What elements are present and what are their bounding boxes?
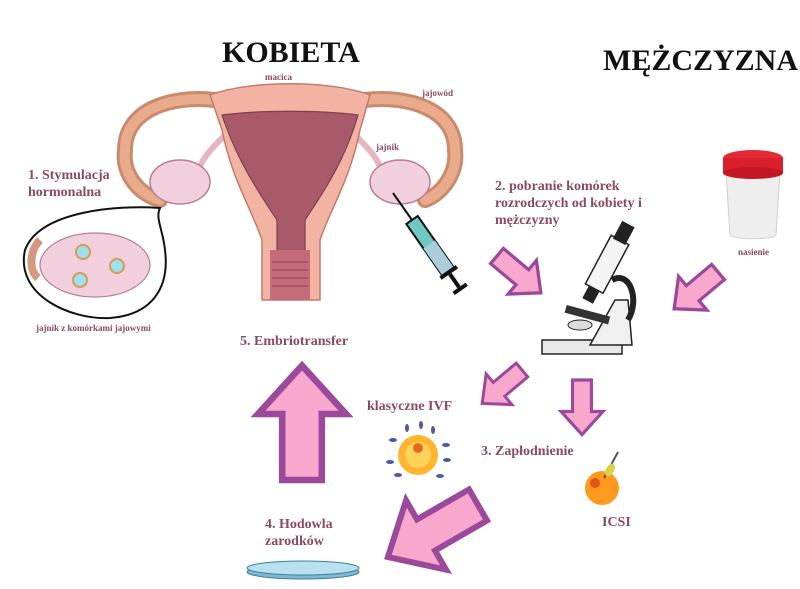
label-semen: nasienie <box>738 247 770 257</box>
step5-label: 5. Embriotransfer <box>240 334 349 349</box>
step2-line2: rozrodczych od kobiety i <box>495 196 642 211</box>
label-ovary-with-eggs: jajnik z komórkami jajowymi <box>36 323 151 333</box>
step1-label: 1. Stymulacja hormonalna <box>28 167 110 201</box>
step1-line1: 1. Stymulacja <box>28 168 110 183</box>
step2-line1: 2. pobranie komórek <box>495 179 620 194</box>
step2-label: 2. pobranie komórek rozrodczych od kobie… <box>495 178 642 229</box>
label-uterus: macica <box>265 72 292 82</box>
step4-line2: zarodków <box>265 534 324 549</box>
label-icsi: ICSI <box>602 515 631 530</box>
step4-label: 4. Hodowla zarodków <box>265 516 333 550</box>
label-ovary: jajnik <box>376 142 400 152</box>
label-classic-ivf: klasyczne IVF <box>367 399 453 414</box>
step3-label: 3. Zapłodnienie <box>481 444 574 459</box>
step2-line3: mężczyzny <box>495 213 560 228</box>
title-male: MĘŻCZYZNA <box>603 44 799 77</box>
step4-line1: 4. Hodowla <box>265 517 333 532</box>
step1-line2: hormonalna <box>28 185 102 200</box>
title-female: KOBIETA <box>222 36 360 69</box>
label-fallopian-tube: jajowód <box>422 88 453 98</box>
